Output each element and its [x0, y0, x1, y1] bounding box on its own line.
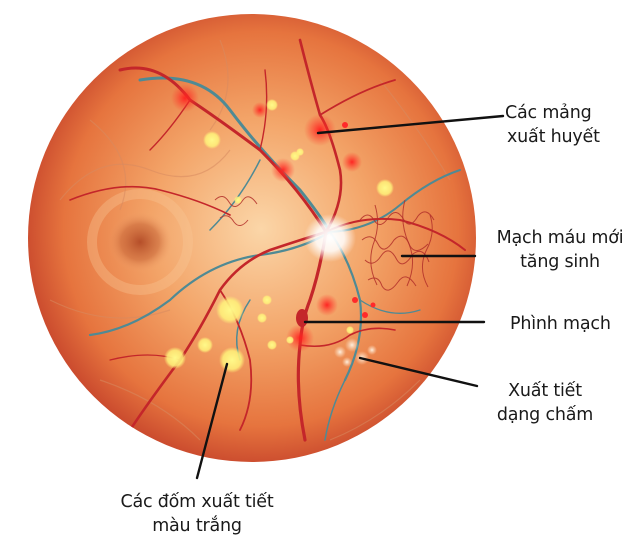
label-hemorrhages: Các mảng xuất huyết: [505, 103, 600, 147]
leader-hemorrhages: [316, 114, 505, 135]
macula: [108, 212, 172, 272]
fundus: [28, 14, 476, 462]
optic-disc: [304, 214, 356, 262]
leader-cotton-wool-spots: [195, 362, 229, 480]
label-cotton-wool-spots: Các đốm xuất tiết màu trắng: [120, 492, 274, 536]
faint-vessels: [49, 39, 451, 441]
microaneurysm: [296, 309, 308, 327]
exudates: [164, 99, 394, 373]
leader-lines: [195, 114, 505, 480]
label-neovascularization: Mạch máu mới tăng sinh: [496, 228, 624, 272]
hemorrhages: [171, 84, 376, 352]
leader-dot-exudates: [358, 356, 479, 388]
new-vessels-cluster: [214, 196, 435, 291]
label-microaneurysm: Phình mạch: [510, 314, 611, 334]
label-dot-exudates: Xuất tiết dạng chấm: [496, 381, 594, 425]
